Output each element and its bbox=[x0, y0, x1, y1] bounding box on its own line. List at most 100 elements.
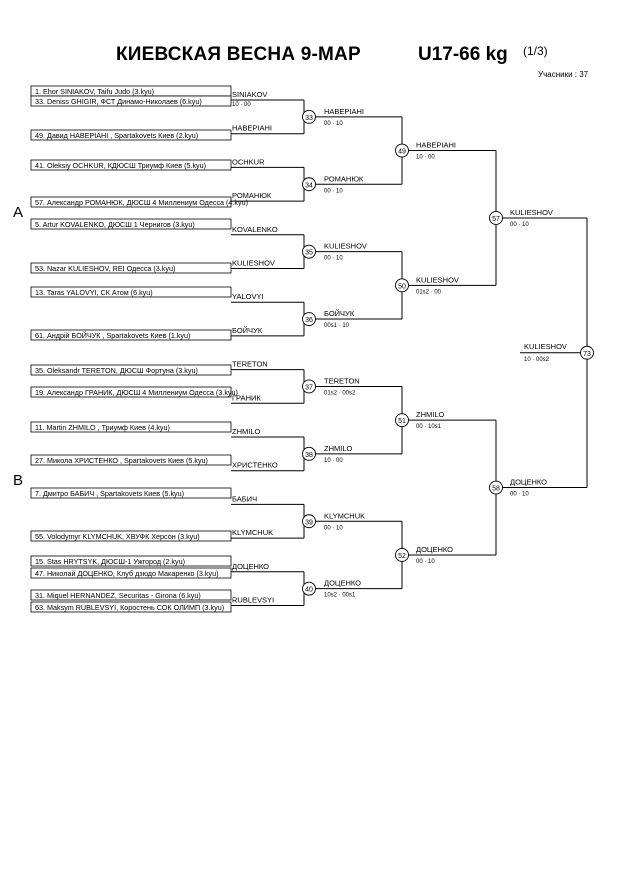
participant-count: Учасники : 37 bbox=[538, 70, 589, 79]
match-number-circle bbox=[395, 413, 409, 428]
entry-name: 15. Stas HRYTSYK, ДЮСШ-1 Ужгород (2.kyu) bbox=[35, 557, 185, 566]
entry-box bbox=[30, 567, 232, 579]
entry-name: 55. Volodymyr KLYMCHUK, ХВУФК Херсон (3.… bbox=[35, 532, 200, 541]
prelim-winner: YALOVYI bbox=[232, 292, 264, 301]
round4-winner: ДОЦЕНКО bbox=[510, 478, 547, 487]
match-number: 35 bbox=[305, 250, 313, 257]
entry-name: 41. Oleksiy OCHKUR, КДЮСШ Триумф Киев (5… bbox=[35, 161, 206, 170]
match-number: 39 bbox=[305, 519, 313, 526]
entry-box bbox=[30, 95, 232, 107]
round2-winner: KULIESHOV bbox=[324, 242, 367, 251]
entry-box bbox=[30, 129, 232, 141]
entry-box bbox=[30, 159, 232, 171]
prelim-winner: ДОЦЕНКО bbox=[232, 562, 269, 571]
match-number-circle bbox=[395, 143, 409, 158]
round2-winner: РОМАНЮК bbox=[324, 174, 364, 183]
entry-box bbox=[30, 196, 232, 208]
round2-score: 00s1 · 10 bbox=[324, 323, 350, 329]
match-number: 58 bbox=[492, 486, 500, 493]
match-number: 51 bbox=[398, 418, 406, 425]
match-number: 34 bbox=[305, 182, 313, 189]
pool-label-b: B bbox=[13, 472, 24, 489]
prelim-winner: KULIESHOV bbox=[232, 259, 275, 268]
entry-name: 63. Maksym RUBLEVSYI, Коростень СОК ОЛИМ… bbox=[35, 603, 224, 612]
round2-winner: TERETON bbox=[324, 376, 360, 385]
entry-name: 27. Микола ХРИСТЕНКО , Spartakovets Киев… bbox=[35, 456, 208, 465]
match-number-circle bbox=[395, 278, 409, 293]
match-number-circle bbox=[489, 480, 503, 495]
entry-box bbox=[30, 601, 232, 613]
entry-name: 7. Дмитро БАБИЧ , Spartakovets Киев (5.k… bbox=[35, 489, 184, 498]
round3-score: 00 · 10 bbox=[416, 559, 435, 565]
entry-box bbox=[30, 421, 232, 433]
round2-score: 00 · 10 bbox=[324, 256, 343, 262]
entry-name: 31. Miquel HERNANDEZ, Securitas - Girona… bbox=[35, 591, 201, 600]
weight-class: U17-66 kg bbox=[418, 44, 508, 65]
match-number-circle bbox=[302, 379, 316, 394]
prelim-winner: KLYMCHUK bbox=[232, 528, 273, 537]
entry-name: 49. Давид НАВЕРІАНІ , Spartakovets Киев … bbox=[35, 131, 198, 140]
final-score: 10 · 00s2 bbox=[524, 357, 550, 363]
prelim-winner: ГРАНИК bbox=[232, 393, 261, 402]
prelim-winner: РОМАНЮК bbox=[232, 191, 272, 200]
prelim-winner: ZHMILO bbox=[232, 427, 261, 436]
pool-label-a: A bbox=[13, 204, 24, 221]
entry-name: 53. Nazar KULIESHOV, REI Одесса (3.kyu) bbox=[35, 264, 175, 273]
entry-box bbox=[30, 386, 232, 398]
prelim-winner: БОЙЧУК bbox=[232, 326, 263, 335]
round3-winner: ДОЦЕНКО bbox=[416, 545, 453, 554]
round2-winner: ZHMILO bbox=[324, 444, 353, 453]
prelim-winner: KOVALENKO bbox=[232, 225, 278, 234]
match-number: 36 bbox=[305, 317, 313, 324]
round4-score: 00 · 10 bbox=[510, 222, 529, 228]
entry-name: 47. Николай ДОЦЕНКО, Клуб дзюдо Макаренк… bbox=[35, 569, 219, 578]
entry-name: 35. Oleksandr TERETON, ДЮСШ Фортуна (3.k… bbox=[35, 366, 198, 375]
match-number: 50 bbox=[398, 283, 406, 290]
prelim-winner: OCHKUR bbox=[232, 157, 265, 166]
prelim-winner: БАБИЧ bbox=[232, 494, 257, 503]
tournament-title: КИЕВСКАЯ ВЕСНА 9-МАР bbox=[116, 44, 361, 65]
entry-name: 1. Ehor SINIAKOV, Taifu Judo (3.kyu) bbox=[35, 87, 154, 96]
match-number: 37 bbox=[305, 384, 313, 391]
match-number-circle bbox=[302, 177, 316, 192]
entry-name: 61. Андрій БОЙЧУК , Spartakovets Киев (1… bbox=[35, 331, 190, 340]
final-winner: KULIESHOV bbox=[524, 342, 567, 351]
round2-score: 10 · 00 bbox=[324, 458, 343, 464]
round2-winner: БОЙЧУК bbox=[324, 309, 355, 318]
entry-name: 13. Taras YALOVYI, СК Атом (6.kyu) bbox=[35, 288, 153, 297]
match-number-circle bbox=[302, 446, 316, 461]
prelim-winner: ХРИСТЕНКО bbox=[232, 461, 278, 470]
match-number: 33 bbox=[305, 115, 313, 122]
prelim-winner: SINIAKOV bbox=[232, 90, 267, 99]
prelim-score: 10 · 00 bbox=[232, 102, 251, 108]
entry-box bbox=[30, 454, 232, 466]
round2-score: 00 · 10 bbox=[324, 121, 343, 127]
entry-box bbox=[30, 286, 232, 298]
round3-winner: ZHMILO bbox=[416, 410, 445, 419]
entry-name: 11. Martin ZHMILO , Триумф Киев (4.kyu) bbox=[35, 423, 170, 432]
entry-box bbox=[30, 329, 232, 341]
page-indicator: (1/3) bbox=[523, 44, 548, 58]
round2-score: 00 · 10 bbox=[324, 188, 343, 194]
round4-winner: KULIESHOV bbox=[510, 208, 553, 217]
match-number-circle bbox=[302, 514, 316, 529]
prelim-winner: TERETON bbox=[232, 360, 268, 369]
match-number-circle bbox=[302, 109, 316, 124]
round2-score: 01s2 · 00s2 bbox=[324, 390, 356, 396]
round3-score: 00 · 10s1 bbox=[416, 424, 442, 430]
entry-box bbox=[30, 589, 232, 601]
round3-score: 10 · 00 bbox=[416, 155, 435, 161]
match-number-circle bbox=[302, 244, 316, 259]
entry-name: 33. Deniss GHIGIR, ФСТ Динамо-Николаев (… bbox=[35, 97, 202, 106]
match-number-circle bbox=[302, 312, 316, 326]
entry-box bbox=[30, 218, 232, 230]
round2-winner: ДОЦЕНКО bbox=[324, 579, 361, 588]
entry-name: 19. Александр ГРАНИК, ДЮСШ 4 Миллениум О… bbox=[35, 388, 238, 397]
entry-box bbox=[30, 555, 232, 567]
prelim-winner: НАВЕРІАНІ bbox=[232, 124, 272, 133]
match-number-circle bbox=[580, 345, 594, 360]
prelim-winner: RUBLEVSYI bbox=[232, 596, 274, 605]
round3-score: 01s2 · 00 bbox=[416, 289, 442, 295]
